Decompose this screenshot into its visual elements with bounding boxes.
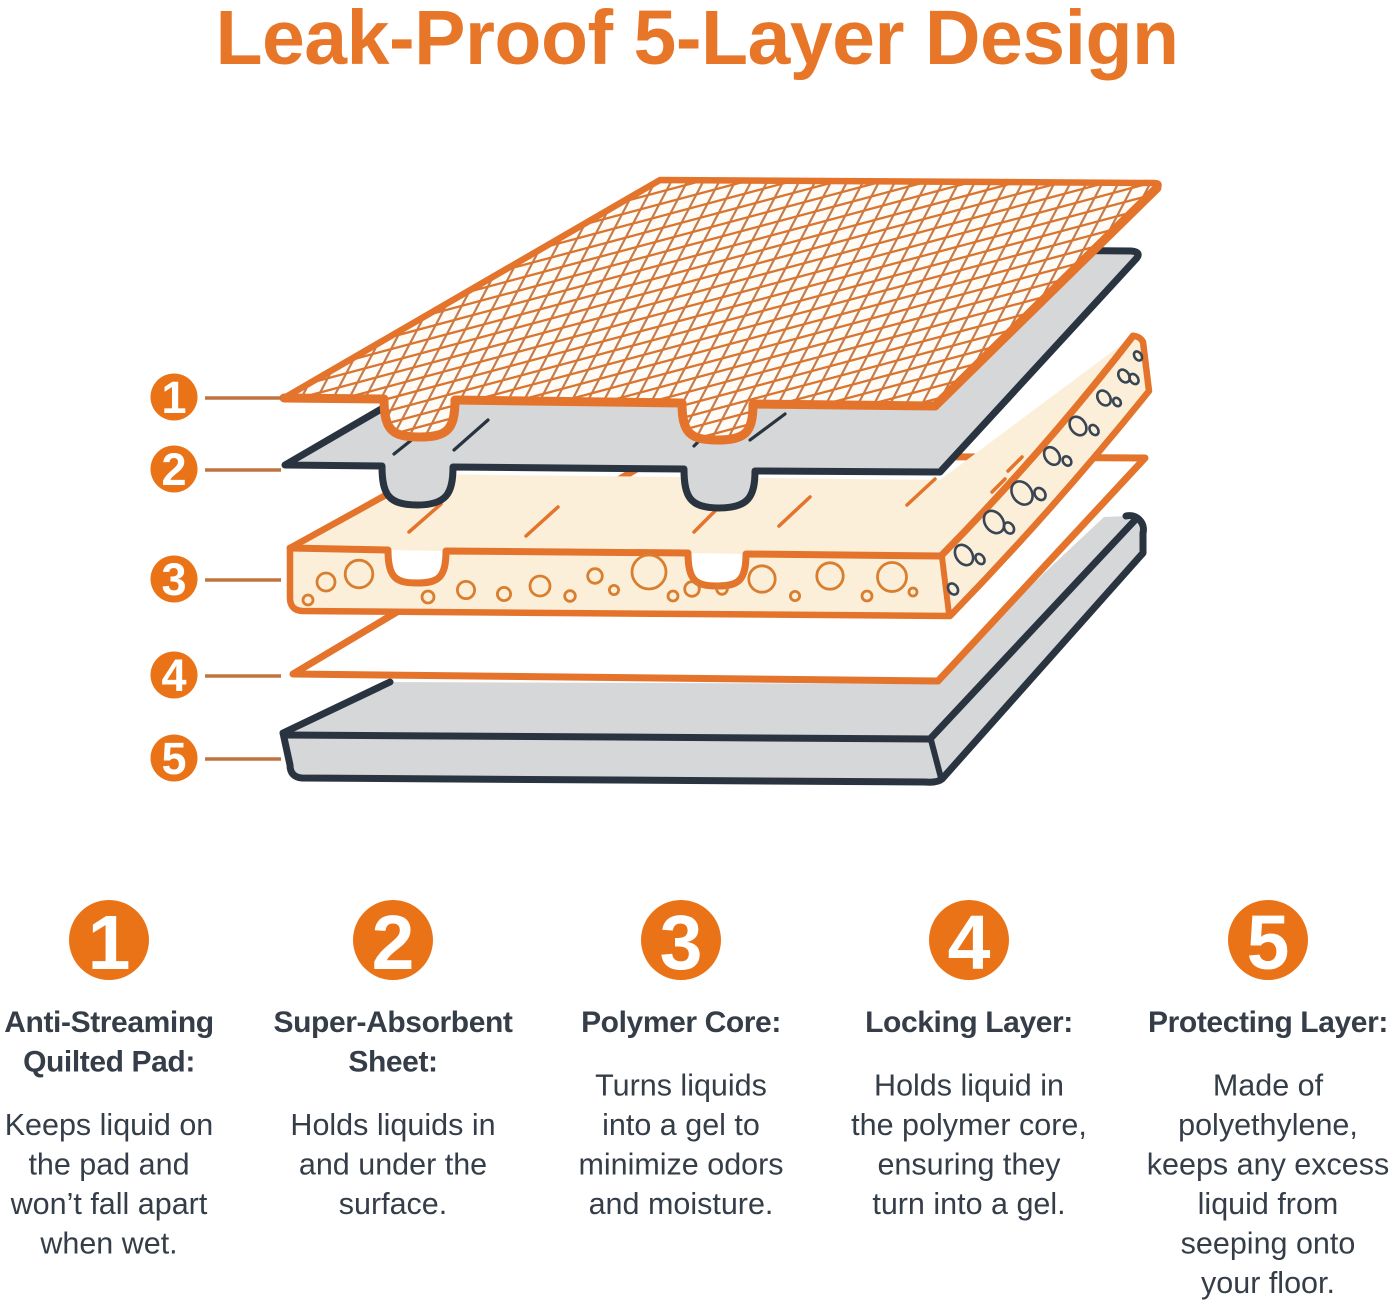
svg-text:4: 4	[948, 900, 991, 986]
svg-text:ensuring they: ensuring they	[877, 1148, 1061, 1182]
svg-text:turn into a gel.: turn into a gel.	[872, 1187, 1065, 1221]
svg-text:Turns liquids: Turns liquids	[595, 1069, 767, 1103]
svg-text:polyethylene,: polyethylene,	[1178, 1108, 1358, 1142]
svg-text:your floor.: your floor.	[1201, 1266, 1335, 1300]
svg-text:Made of: Made of	[1213, 1069, 1324, 1103]
svg-text:1: 1	[88, 900, 131, 986]
svg-text:seeping onto: seeping onto	[1181, 1227, 1356, 1261]
svg-text:2: 2	[161, 444, 186, 495]
svg-text:Sheet:: Sheet:	[348, 1046, 437, 1079]
svg-text:Leak-Proof 5-Layer Design: Leak-Proof 5-Layer Design	[215, 0, 1178, 81]
svg-text:Keeps liquid on: Keeps liquid on	[5, 1108, 214, 1142]
svg-text:liquid from: liquid from	[1198, 1187, 1339, 1221]
svg-text:Super-Absorbent: Super-Absorbent	[273, 1006, 512, 1039]
svg-text:the pad and: the pad and	[28, 1148, 189, 1182]
svg-text:Holds liquid in: Holds liquid in	[874, 1069, 1064, 1103]
svg-text:3: 3	[660, 900, 703, 986]
svg-text:surface.: surface.	[339, 1187, 448, 1221]
svg-text:Holds liquids in: Holds liquids in	[290, 1108, 495, 1142]
svg-text:and under the: and under the	[299, 1148, 487, 1182]
svg-text:into a gel to: into a gel to	[602, 1108, 760, 1142]
svg-text:2: 2	[372, 900, 415, 986]
svg-text:Quilted Pad:: Quilted Pad:	[23, 1046, 195, 1079]
svg-text:the polymer core,: the polymer core,	[851, 1108, 1087, 1142]
svg-text:Anti-Streaming: Anti-Streaming	[4, 1006, 213, 1039]
svg-text:Polymer Core:: Polymer Core:	[581, 1006, 781, 1039]
svg-text:4: 4	[161, 650, 186, 701]
svg-text:Protecting Layer:: Protecting Layer:	[1148, 1006, 1388, 1039]
svg-text:5: 5	[1247, 900, 1290, 986]
svg-text:Locking Layer:: Locking Layer:	[865, 1006, 1073, 1039]
svg-text:3: 3	[161, 554, 186, 605]
svg-text:5: 5	[161, 733, 186, 784]
svg-text:minimize odors: minimize odors	[578, 1148, 783, 1182]
svg-text:1: 1	[161, 372, 186, 423]
svg-text:and moisture.: and moisture.	[589, 1187, 774, 1221]
svg-text:won’t fall apart: won’t fall apart	[10, 1187, 208, 1221]
svg-text:keeps any excess: keeps any excess	[1147, 1148, 1389, 1182]
svg-text:when wet.: when wet.	[39, 1227, 177, 1261]
